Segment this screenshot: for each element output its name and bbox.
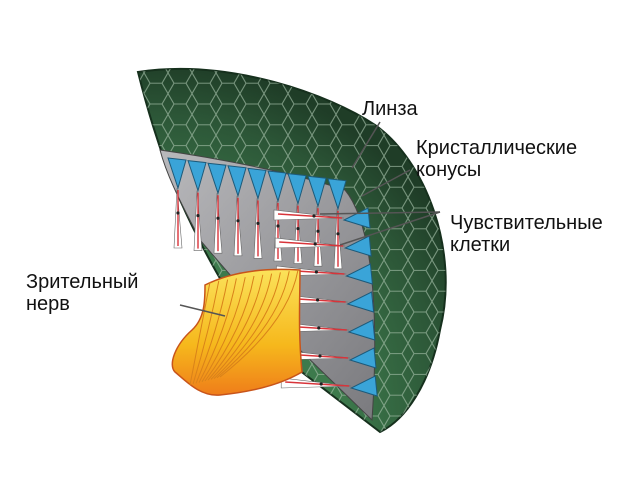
cell-nucleus xyxy=(313,242,317,246)
nerve-fiber xyxy=(210,273,273,380)
crystalline-cone xyxy=(349,375,378,397)
nerve-fiber xyxy=(201,277,246,383)
nerve-fiber xyxy=(213,272,281,379)
crystalline-cone xyxy=(345,263,373,285)
lens-pointer xyxy=(351,121,381,169)
cell-nucleus xyxy=(317,326,321,330)
crystalline-cone xyxy=(307,175,327,208)
optic-nerve-label: Зрительный нерв xyxy=(26,271,138,315)
crystalline-cone xyxy=(348,347,377,369)
cell-nucleus xyxy=(316,298,320,302)
nerve-label-line-2: нерв xyxy=(26,293,70,315)
cell-nucleus xyxy=(276,224,280,228)
cell-nucleus xyxy=(196,214,200,218)
cell-nucleus xyxy=(236,219,240,223)
crystalline-cone xyxy=(347,319,376,341)
crystalline-cone xyxy=(346,291,375,313)
nerve-fiber xyxy=(189,281,211,386)
cell-nucleus xyxy=(176,211,180,215)
nerve-pointer xyxy=(179,304,226,317)
cell-nucleus xyxy=(312,214,316,218)
cones-label-line-1: Кристаллические xyxy=(416,137,578,159)
cells-label-line-2: клетки xyxy=(450,234,511,256)
nerve-fiber xyxy=(195,279,229,384)
sensory-cell-fiber xyxy=(279,241,344,247)
optic-nerve-fibers xyxy=(189,269,299,386)
crystalline-cone xyxy=(207,162,227,195)
crystalline-cone xyxy=(343,235,372,257)
crystalline-cone xyxy=(167,157,187,190)
cell-nucleus xyxy=(216,216,220,220)
nerve-fiber xyxy=(198,278,237,383)
crystalline-cone xyxy=(287,173,307,206)
cones-pointer xyxy=(361,169,411,197)
crystalline-cones-label: Кристаллические конусы xyxy=(416,137,577,181)
nerve-fiber xyxy=(219,269,299,378)
cell-nucleus xyxy=(319,382,323,386)
nerve-fiber xyxy=(192,280,220,385)
cell-nucleus xyxy=(318,354,322,358)
nerve-label-line-1: Зрительный xyxy=(26,271,139,293)
crystalline-cone xyxy=(227,165,247,198)
cell-nucleus xyxy=(316,229,320,233)
cells-pointer-1 xyxy=(319,211,441,215)
cell-nucleus xyxy=(256,221,260,225)
nerve-fiber xyxy=(204,275,255,382)
crystalline-cone xyxy=(327,178,347,211)
cones-label-line-2: конусы xyxy=(416,159,482,181)
nerve-fiber xyxy=(207,274,264,381)
sensory-cells-label: Чувствительные клетки xyxy=(450,212,603,256)
sensory-cell-fiber xyxy=(277,213,343,219)
sensory-cell-fiber xyxy=(285,381,350,387)
optic-nerve xyxy=(171,268,303,396)
cells-label-line-1: Чувствительные xyxy=(450,212,603,234)
crystalline-cone xyxy=(267,170,287,203)
crystalline-cone xyxy=(247,167,267,201)
crystalline-cones-top-row xyxy=(167,157,347,211)
lens-label-text: Линза xyxy=(362,98,418,120)
cell-nucleus xyxy=(314,270,318,274)
crystalline-cone xyxy=(187,160,207,193)
cells-pointer-2 xyxy=(339,211,441,246)
nerve-fiber xyxy=(216,271,290,379)
cell-nucleus xyxy=(336,232,340,236)
cell-nucleus xyxy=(296,227,300,231)
lens-label: Линза xyxy=(362,98,418,120)
